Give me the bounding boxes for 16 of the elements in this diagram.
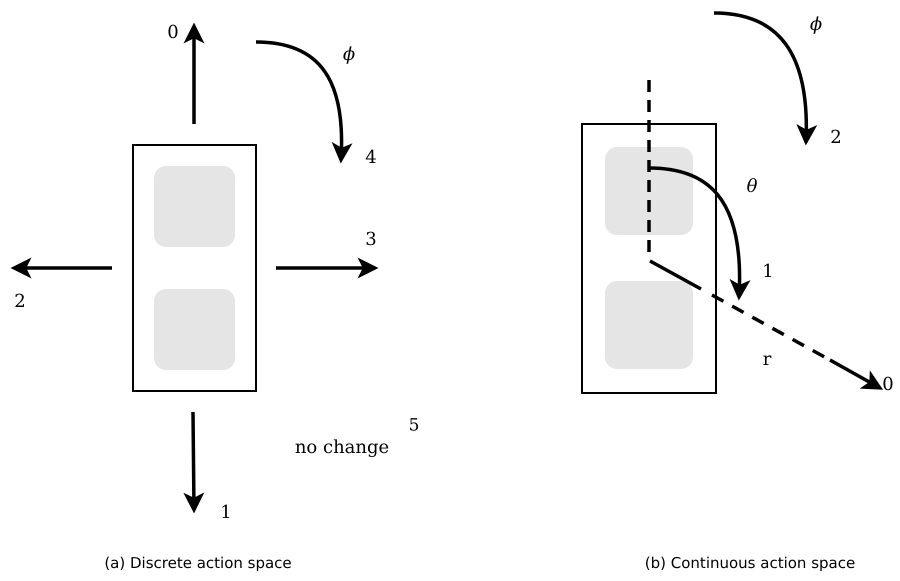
direction-label: 3 [365,230,377,250]
direction-label: 1 [762,262,774,282]
caption: (b) Continuous action space [644,554,856,572]
angle-symbol: ϕ [810,15,822,35]
angle-symbol: ϕ [342,45,356,65]
direction-label: 4 [365,148,377,168]
angle-symbol: θ [746,177,758,197]
direction-label: 2 [830,128,842,148]
direction-label: 2 [14,292,26,312]
radius-symbol: r [762,350,772,370]
caption: (a) Discrete action space [104,554,292,572]
direction-label: 0 [882,375,894,395]
action-label: no change [294,438,390,458]
direction-label: 0 [167,23,179,43]
superscript-number: 5 [408,416,420,436]
direction-label: 1 [220,503,232,523]
